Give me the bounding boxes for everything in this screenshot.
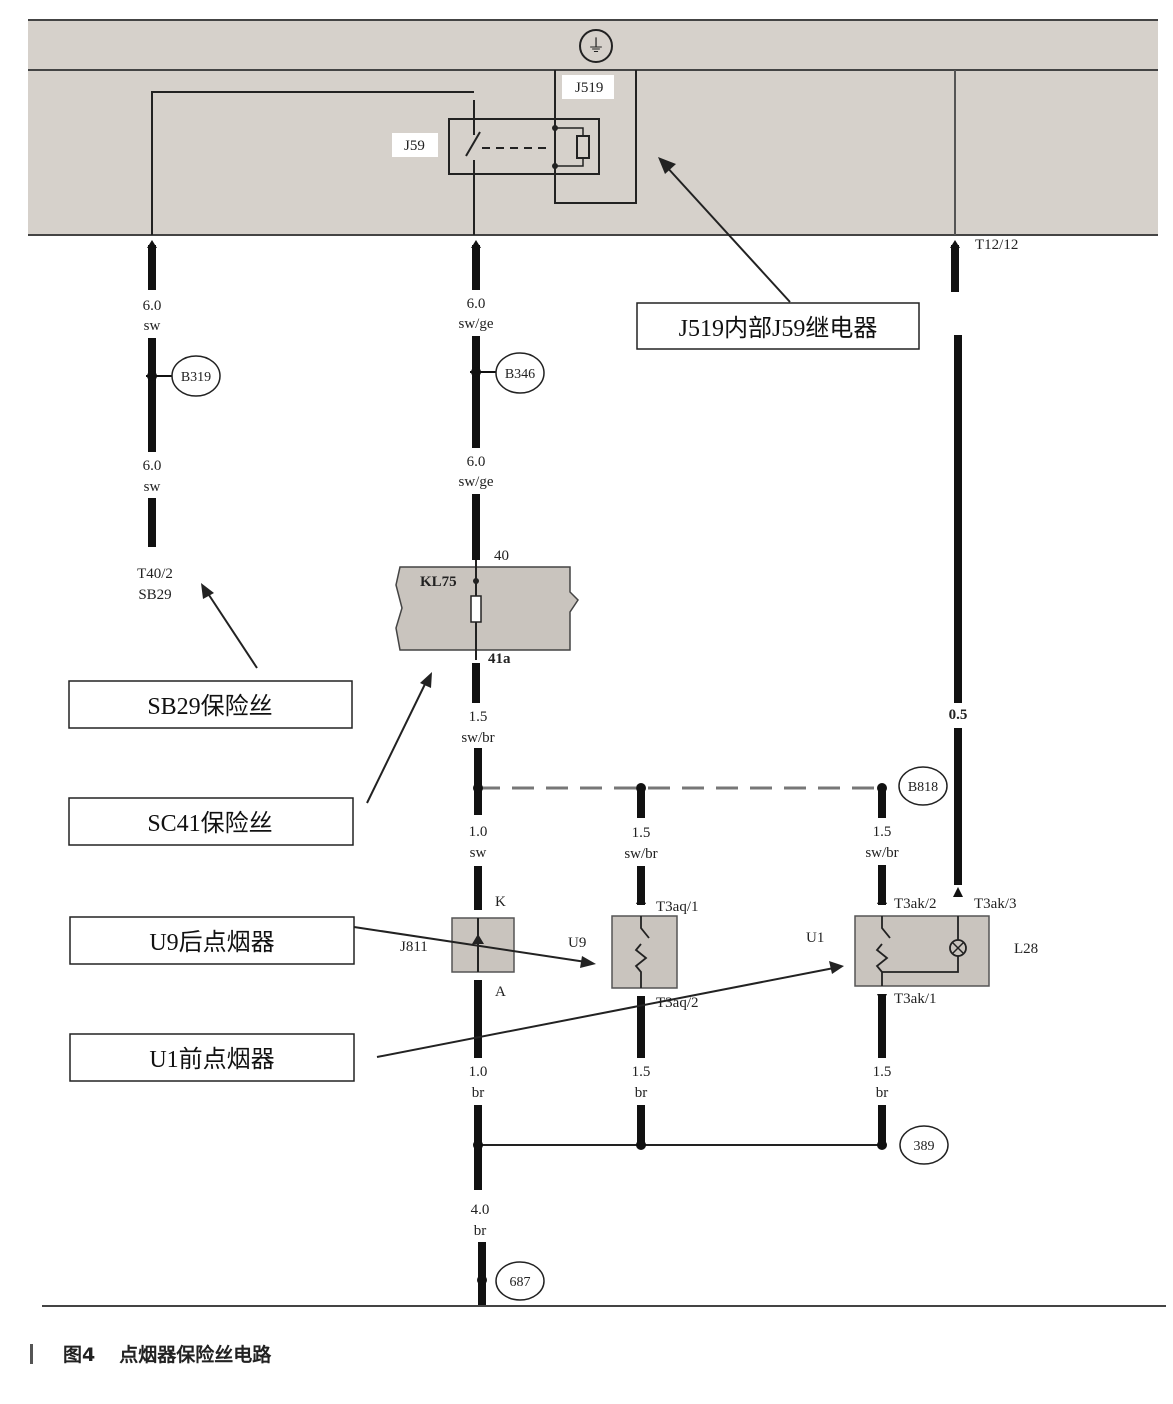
mid-wire-color-1: sw/ge [459,316,494,332]
mid-wire-size-3: 1.5 [469,709,488,725]
terminal-t12-12: T12/12 [975,237,1018,253]
mid-wire-size-2: 6.0 [467,454,486,470]
kl75-label: KL75 [420,574,457,590]
splice-b319-label: B319 [181,370,211,385]
mid-wire-color-2: sw/ge [459,474,494,490]
b2-wire-size: 1.5 [632,825,651,841]
b1-wire-size-b: 1.0 [469,1064,488,1080]
j519-label: J519 [575,80,603,96]
b1-wire-color-b: br [472,1085,485,1101]
right-wire-size: 0.5 [949,707,968,723]
callout-j519-text: J519内部J59继电器 [679,315,878,342]
ground-point-687 [495,1261,545,1301]
fuse-box-sc41 [395,566,579,651]
callout-u9-box [69,916,355,965]
splice-b818-label: B818 [908,780,938,795]
figure-caption: 图4 点烟器保险丝电路 [30,1340,271,1367]
caption-number: 图4 [63,1344,96,1366]
b3-wire-color: sw/br [865,845,898,861]
b3-pin-bot: T3ak/1 [894,991,937,1007]
b3-pin-top: T3ak/2 [894,896,937,912]
fuse-sb29-label: SB29 [138,587,171,603]
terminal-t40-2: T40/2 [137,566,173,582]
callout-sc41-text: SC41保险丝 [147,810,272,837]
b1-pin-a: A [495,984,506,1000]
b3-pin-top2: T3ak/3 [974,896,1017,912]
left-wire-size-1: 6.0 [143,298,162,314]
callout-sc41-box [68,797,354,846]
splice-b319 [171,355,221,397]
b3-wire-size: 1.5 [873,824,892,840]
control-unit-band [28,20,1158,236]
fuse-pin-out: 41a [488,651,511,667]
b2-pin-bot: T3aq/2 [656,995,699,1011]
callout-arrow-j519 [664,164,791,303]
callout-arrow-u9 [353,926,587,963]
ground-wire-size: 4.0 [471,1202,490,1218]
b2-wire-color-b: br [635,1085,648,1101]
j811-box [451,917,515,973]
j59-relay-box [448,118,600,175]
fuse-pin-40: 40 [494,548,509,564]
j59-label: J59 [404,138,425,154]
splice-389-label: 389 [914,1139,935,1154]
callout-u1-text: U1前点烟器 [149,1046,274,1073]
ground-point-687-label: 687 [510,1275,531,1290]
b1-wire-size: 1.0 [469,824,488,840]
callout-j519-box [636,302,920,350]
svg-text:⏚: ⏚ [587,36,605,56]
mid-wire-size-1: 6.0 [467,296,486,312]
b2-wire-size-b: 1.5 [632,1064,651,1080]
u1-label: U1 [806,930,824,946]
callout-arrow-sc41 [366,679,428,804]
u9-label: U9 [568,935,586,951]
b3-wire-color-b: br [876,1085,889,1101]
callout-arrow-sb29 [206,591,258,669]
splice-389 [899,1125,949,1165]
callout-arrow-u1 [376,967,835,1058]
callout-sb29-text: SB29保险丝 [147,693,272,720]
splice-b346 [495,352,545,394]
b2-pin-top: T3aq/1 [656,899,699,915]
l28-label: L28 [1014,941,1038,957]
callout-sb29-box [68,680,353,729]
u9-box [611,915,678,989]
callout-u9-text: U9后点烟器 [149,929,274,956]
mid-wire-color-3: sw/br [461,730,494,746]
b2-wire-color: sw/br [624,846,657,862]
ground-symbol-icon [579,29,613,63]
b1-pin-k: K [495,894,506,910]
left-wire-color-2: sw [144,479,161,495]
caption-bar [30,1343,33,1364]
left-wire-size-2: 6.0 [143,458,162,474]
left-wire-color-1: sw [144,318,161,334]
b3-wire-size-b: 1.5 [873,1064,892,1080]
u1-box [854,915,990,987]
j811-label: J811 [400,939,428,955]
splice-b818 [898,766,948,806]
caption-title: 点烟器保险丝电路 [119,1344,272,1366]
splice-b346-label: B346 [505,367,535,382]
callout-u1-box [69,1033,355,1082]
ground-wire-color: br [474,1223,487,1239]
b1-wire-color: sw [470,845,487,861]
fuse-element [470,595,482,623]
